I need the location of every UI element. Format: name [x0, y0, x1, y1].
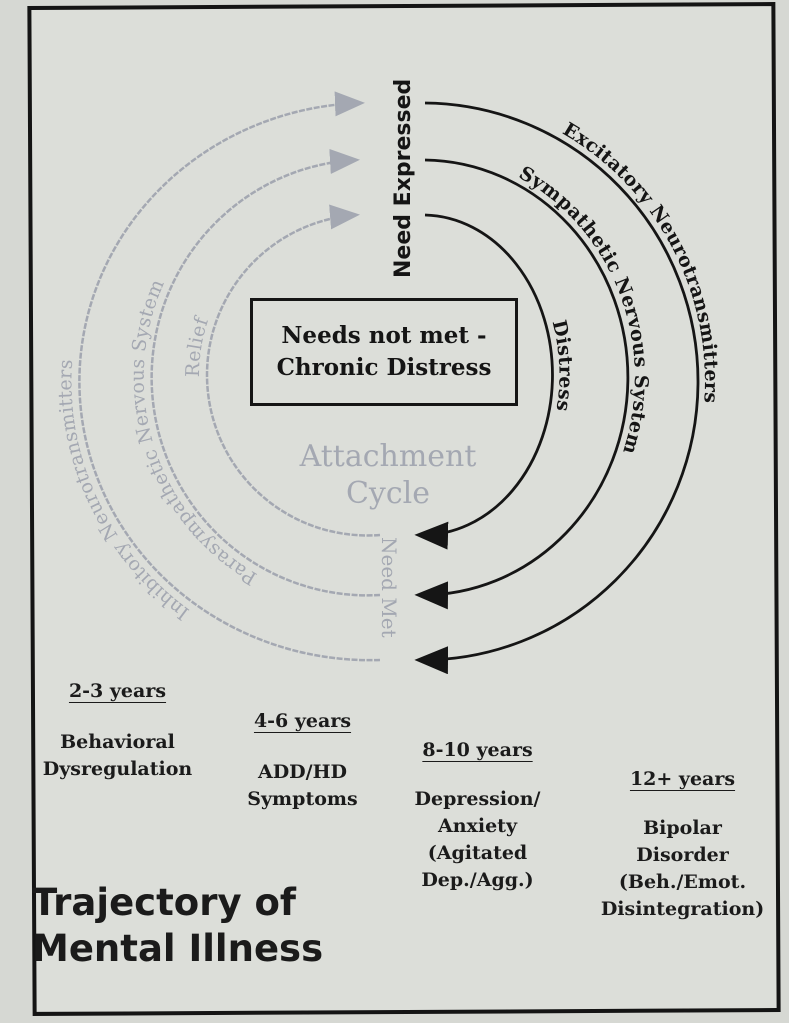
stage-line: Symptoms: [247, 788, 358, 810]
box-line2: Chronic Distress: [276, 354, 492, 381]
stage-line: (Agitated: [427, 842, 528, 864]
stage-line: Bipolar: [643, 817, 722, 839]
stage-age: 12+ years: [629, 768, 736, 790]
diagram-title: Trajectory of Mental Illness: [32, 880, 323, 972]
stage-4-6: 4-6 years ADD/HD Symptoms: [215, 708, 390, 813]
center-label-line1: Attachment: [299, 439, 477, 474]
stage-line: Behavioral: [60, 731, 175, 753]
stage-2-3: 2-3 years Behavioral Dysregulation: [30, 678, 205, 783]
stage-line: Disorder: [636, 844, 729, 866]
stage-age: 2-3 years: [68, 680, 167, 702]
stage-line: Dysregulation: [42, 758, 193, 780]
need-met-label: Need Met: [377, 537, 401, 638]
sympathetic-label: Sympathetic Nervous System: [515, 162, 652, 457]
needs-not-met-box: Needs not met - Chronic Distress: [250, 298, 518, 406]
stage-line: Disintegration): [600, 898, 765, 920]
box-line1: Needs not met -: [281, 322, 487, 349]
title-line1: Trajectory of: [32, 881, 296, 924]
stage-line: (Beh./Emot.: [618, 871, 747, 893]
center-label-line2: Cycle: [346, 476, 430, 511]
stage-line: Depression/: [414, 788, 541, 810]
stage-age: 4-6 years: [253, 710, 352, 732]
title-line2: Mental Illness: [32, 927, 324, 970]
stage-line: Dep./Agg.): [421, 869, 534, 891]
need-expressed-label: Need Expressed: [391, 79, 416, 278]
stage-12-plus: 12+ years Bipolar Disorder (Beh./Emot. D…: [590, 766, 775, 923]
stage-line: Anxiety: [437, 815, 517, 837]
stage-line: ADD/HD: [257, 761, 348, 783]
parasympathetic-label: Parasympathetic Nervous System: [127, 276, 261, 589]
stage-age: 8-10 years: [422, 739, 533, 761]
stage-8-10: 8-10 years Depression/ Anxiety (Agitated…: [395, 737, 560, 894]
